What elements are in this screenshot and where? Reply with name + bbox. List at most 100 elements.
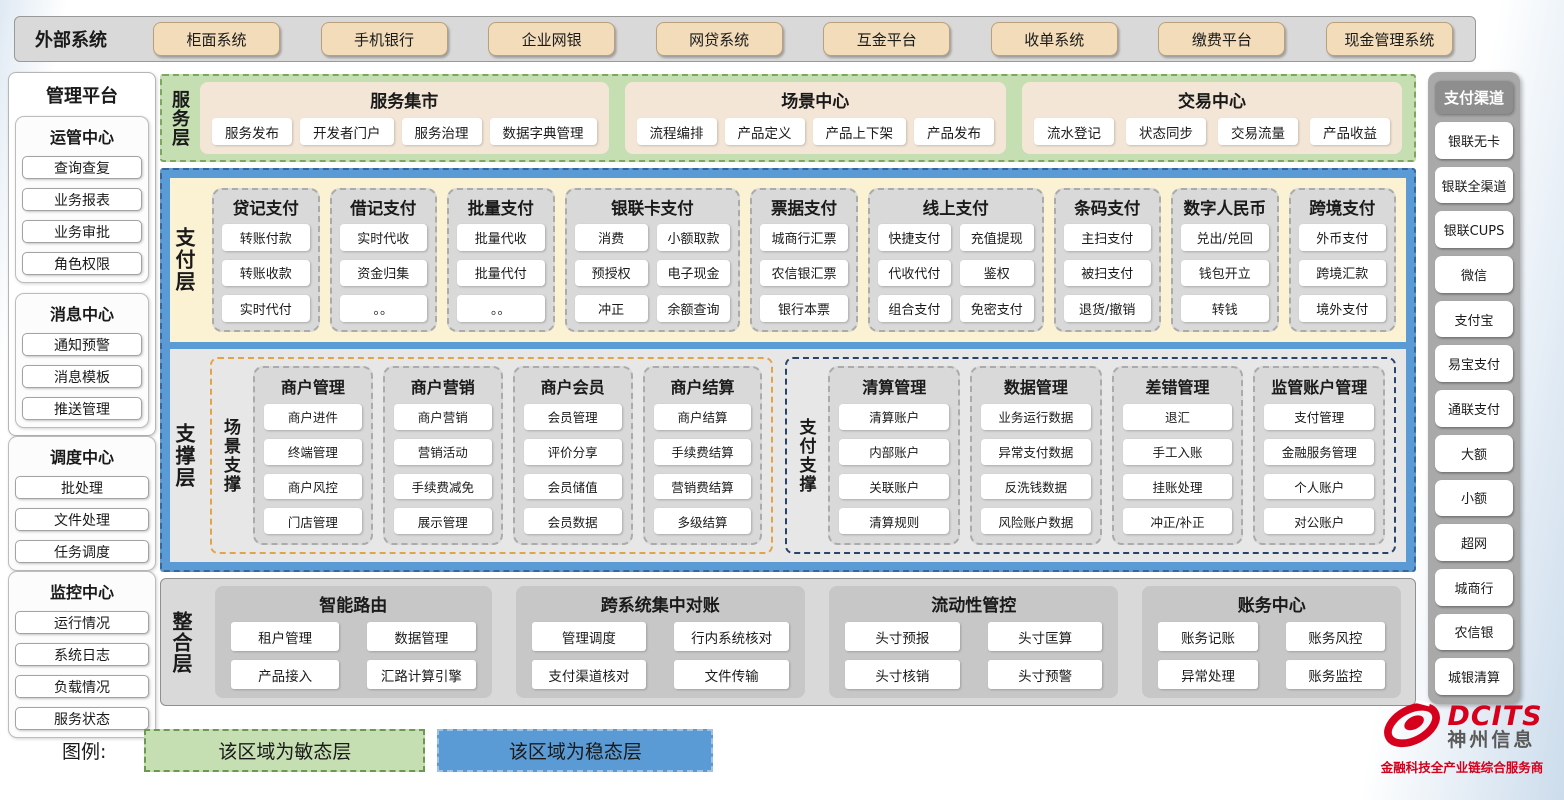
payment-item-button[interactable]: 被扫支付 bbox=[1063, 259, 1151, 287]
support-item-button[interactable]: 个人账户 bbox=[1264, 473, 1375, 500]
external-system-button[interactable]: 缴费平台 bbox=[1158, 22, 1286, 56]
support-item-button[interactable]: 门店管理 bbox=[264, 508, 362, 534]
support-item-button[interactable]: 异常支付数据 bbox=[981, 438, 1091, 465]
integration-item-button[interactable]: 数据管理 bbox=[367, 622, 476, 651]
integration-item-button[interactable]: 租户管理 bbox=[231, 622, 340, 651]
sidebar-item-button[interactable]: 批处理 bbox=[15, 476, 149, 499]
support-item-button[interactable]: 商户结算 bbox=[653, 404, 752, 430]
payment-channel-button[interactable]: 城银清算 bbox=[1435, 658, 1513, 695]
support-item-button[interactable]: 终端管理 bbox=[264, 438, 362, 465]
payment-item-button[interactable]: 批量代收 bbox=[457, 224, 545, 251]
service-item-button[interactable]: 产品上下架 bbox=[812, 118, 906, 145]
support-item-button[interactable]: 会员储值 bbox=[523, 473, 622, 500]
payment-item-button[interactable]: 快捷支付 bbox=[877, 224, 952, 251]
service-item-button[interactable]: 产品定义 bbox=[724, 118, 805, 145]
payment-item-button[interactable]: 。。 bbox=[457, 295, 545, 322]
payment-item-button[interactable]: 银行本票 bbox=[760, 295, 848, 322]
integration-item-button[interactable]: 头寸预警 bbox=[987, 660, 1103, 689]
payment-channel-button[interactable]: 通联支付 bbox=[1435, 390, 1513, 427]
support-item-button[interactable]: 营销活动 bbox=[393, 438, 492, 465]
integration-item-button[interactable]: 账务记账 bbox=[1158, 622, 1258, 651]
service-item-button[interactable]: 交易流量 bbox=[1218, 118, 1298, 145]
payment-item-button[interactable]: 免密支付 bbox=[960, 295, 1034, 322]
payment-item-button[interactable]: 农信银汇票 bbox=[760, 259, 848, 287]
external-system-button[interactable]: 柜面系统 bbox=[153, 22, 280, 56]
payment-channel-button[interactable]: 小额 bbox=[1435, 479, 1513, 517]
support-item-button[interactable]: 手工入账 bbox=[1122, 438, 1233, 465]
support-item-button[interactable]: 手续费减免 bbox=[393, 473, 492, 500]
payment-item-button[interactable]: 钱包开立 bbox=[1181, 259, 1269, 287]
support-item-button[interactable]: 商户营销 bbox=[393, 404, 492, 430]
support-item-button[interactable]: 退汇 bbox=[1122, 404, 1233, 430]
integration-item-button[interactable]: 文件传输 bbox=[674, 660, 789, 689]
payment-item-button[interactable]: 充值提现 bbox=[960, 224, 1034, 251]
external-system-button[interactable]: 收单系统 bbox=[990, 22, 1118, 56]
support-item-button[interactable]: 关联账户 bbox=[839, 473, 950, 500]
payment-item-button[interactable]: 。。 bbox=[339, 295, 427, 322]
integration-item-button[interactable]: 异常处理 bbox=[1158, 660, 1258, 689]
support-item-button[interactable]: 营销费结算 bbox=[653, 473, 752, 500]
payment-item-button[interactable]: 代收代付 bbox=[877, 259, 952, 287]
sidebar-item-button[interactable]: 任务调度 bbox=[15, 540, 149, 563]
payment-channel-button[interactable]: 微信 bbox=[1435, 256, 1513, 293]
external-system-button[interactable]: 网贷系统 bbox=[655, 22, 783, 56]
payment-channel-button[interactable]: 大额 bbox=[1435, 434, 1513, 472]
support-item-button[interactable]: 对公账户 bbox=[1264, 508, 1375, 534]
payment-item-button[interactable]: 外币支付 bbox=[1298, 224, 1386, 251]
payment-item-button[interactable]: 跨境汇款 bbox=[1298, 259, 1386, 287]
support-item-button[interactable]: 挂账处理 bbox=[1122, 473, 1233, 500]
support-item-button[interactable]: 支付管理 bbox=[1264, 404, 1375, 430]
support-item-button[interactable]: 清算账户 bbox=[839, 404, 950, 430]
integration-item-button[interactable]: 产品接入 bbox=[231, 660, 340, 689]
payment-item-button[interactable]: 退货/撤销 bbox=[1063, 295, 1151, 322]
integration-item-button[interactable]: 账务监控 bbox=[1285, 660, 1385, 689]
integration-item-button[interactable]: 支付渠道核对 bbox=[531, 660, 647, 689]
payment-item-button[interactable]: 余额查询 bbox=[656, 295, 731, 322]
support-item-button[interactable]: 商户风控 bbox=[264, 473, 362, 500]
support-item-button[interactable]: 手续费结算 bbox=[653, 438, 752, 465]
integration-item-button[interactable]: 头寸预报 bbox=[845, 622, 960, 651]
support-item-button[interactable]: 多级结算 bbox=[653, 508, 752, 534]
sidebar-item-button[interactable]: 系统日志 bbox=[15, 643, 149, 666]
payment-item-button[interactable]: 冲正 bbox=[574, 295, 648, 322]
payment-item-button[interactable]: 转钱 bbox=[1181, 295, 1269, 322]
sidebar-item-button[interactable]: 查询查复 bbox=[22, 156, 142, 179]
support-item-button[interactable]: 风险账户数据 bbox=[981, 508, 1091, 534]
sidebar-item-button[interactable]: 文件处理 bbox=[15, 508, 149, 531]
sidebar-item-button[interactable]: 服务状态 bbox=[15, 707, 149, 730]
external-system-button[interactable]: 现金管理系统 bbox=[1325, 22, 1453, 56]
sidebar-item-button[interactable]: 运行情况 bbox=[15, 611, 149, 634]
service-item-button[interactable]: 状态同步 bbox=[1126, 118, 1206, 145]
support-item-button[interactable]: 清算规则 bbox=[839, 508, 950, 534]
support-item-button[interactable]: 会员管理 bbox=[523, 404, 622, 430]
payment-item-button[interactable]: 电子现金 bbox=[656, 259, 731, 287]
payment-channel-button[interactable]: 城商行 bbox=[1435, 568, 1513, 606]
support-item-button[interactable]: 反洗钱数据 bbox=[981, 473, 1091, 500]
external-system-button[interactable]: 互金平台 bbox=[823, 22, 951, 56]
payment-item-button[interactable]: 转账收款 bbox=[222, 259, 310, 287]
service-item-button[interactable]: 服务治理 bbox=[401, 118, 482, 145]
support-item-button[interactable]: 内部账户 bbox=[839, 438, 950, 465]
support-item-button[interactable]: 业务运行数据 bbox=[981, 404, 1091, 430]
service-item-button[interactable]: 流程编排 bbox=[636, 118, 717, 145]
sidebar-item-button[interactable]: 负载情况 bbox=[15, 675, 149, 698]
service-item-button[interactable]: 数据字典管理 bbox=[489, 118, 597, 145]
payment-channel-button[interactable]: 农信银 bbox=[1435, 613, 1513, 651]
payment-channel-button[interactable]: 支付宝 bbox=[1435, 300, 1513, 338]
integration-item-button[interactable]: 头寸匡算 bbox=[987, 622, 1103, 651]
payment-item-button[interactable]: 组合支付 bbox=[877, 295, 952, 322]
external-system-button[interactable]: 手机银行 bbox=[320, 22, 448, 56]
payment-item-button[interactable]: 兑出/兑回 bbox=[1181, 224, 1269, 251]
payment-item-button[interactable]: 消费 bbox=[574, 224, 648, 251]
sidebar-item-button[interactable]: 角色权限 bbox=[22, 252, 142, 275]
payment-channel-button[interactable]: 超网 bbox=[1435, 524, 1513, 561]
payment-channel-button[interactable]: 银联无卡 bbox=[1435, 122, 1513, 159]
payment-item-button[interactable]: 批量代付 bbox=[457, 259, 545, 287]
service-item-button[interactable]: 服务发布 bbox=[212, 118, 292, 145]
payment-item-button[interactable]: 鉴权 bbox=[960, 259, 1034, 287]
payment-item-button[interactable]: 预授权 bbox=[574, 259, 648, 287]
service-item-button[interactable]: 产品发布 bbox=[914, 118, 994, 145]
payment-channel-button[interactable]: 易宝支付 bbox=[1435, 345, 1513, 383]
integration-item-button[interactable]: 汇路计算引擎 bbox=[367, 660, 476, 689]
sidebar-item-button[interactable]: 推送管理 bbox=[22, 397, 142, 420]
